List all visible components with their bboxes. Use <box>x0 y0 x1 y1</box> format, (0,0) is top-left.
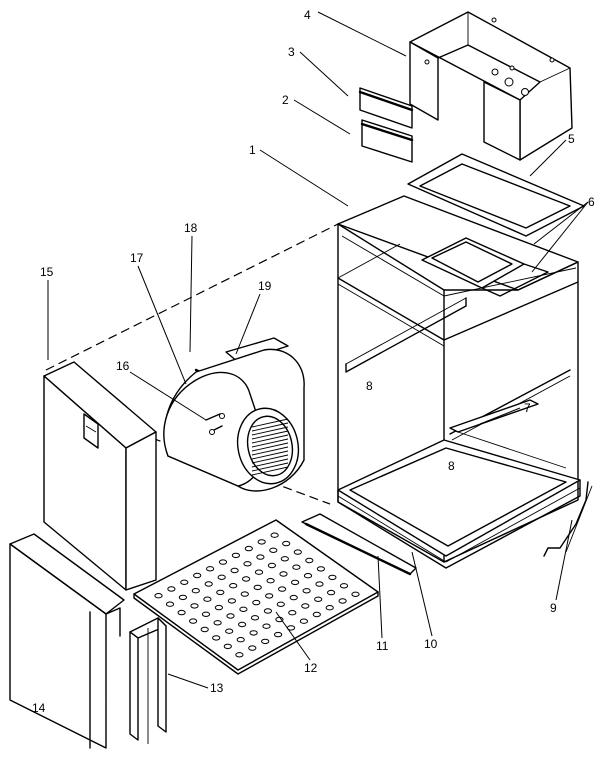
callout-12: 12 <box>304 661 318 675</box>
part-2-filter-bracket <box>360 119 414 163</box>
callout-10: 10 <box>424 637 438 651</box>
callout-19: 19 <box>258 279 272 293</box>
callout-4: 4 <box>304 8 311 22</box>
callout-5: 5 <box>568 132 575 146</box>
alignment-dashed-line <box>45 223 339 371</box>
callout-11: 11 <box>376 639 389 653</box>
part-10-base-pan <box>337 439 581 569</box>
blower-wheel-vanes <box>251 418 289 476</box>
callout-8-upper: 8 <box>366 379 373 393</box>
perforation-holes <box>154 532 360 658</box>
callout-15: 15 <box>40 265 54 279</box>
part-5-top-collar <box>407 153 585 237</box>
callout-17: 17 <box>130 251 144 265</box>
callout-14: 14 <box>32 701 46 715</box>
callout-9: 9 <box>550 601 557 615</box>
part-14-front-cover <box>9 533 125 749</box>
leader-lines <box>47 11 589 689</box>
part-3-filter-bracket <box>358 87 414 129</box>
callout-3: 3 <box>288 45 295 59</box>
part-7-filter-rail <box>449 399 567 469</box>
part-4-enclosure-box <box>409 11 573 161</box>
callout-18: 18 <box>184 221 198 235</box>
part-15-panel-box <box>43 361 157 591</box>
callout-2: 2 <box>282 93 289 107</box>
callout-1: 1 <box>249 143 256 157</box>
part-19-mount-bracket <box>225 337 289 363</box>
callout-6: 6 <box>588 195 595 209</box>
part-12-perforated-plate <box>133 519 379 675</box>
callout-8-lower: 8 <box>448 459 455 473</box>
part-13-side-bracket <box>129 617 167 744</box>
part-16-motor-mount <box>205 413 225 435</box>
callout-13: 13 <box>210 681 224 695</box>
callout-labels: 4 3 2 1 5 6 7 8 8 9 10 11 12 13 14 15 16… <box>32 8 595 715</box>
part-9-side-bracket <box>543 481 593 557</box>
callout-7: 7 <box>524 401 531 415</box>
callout-16: 16 <box>116 359 130 373</box>
blower-assembly <box>163 337 305 492</box>
part-6-deck-opening <box>421 237 549 297</box>
